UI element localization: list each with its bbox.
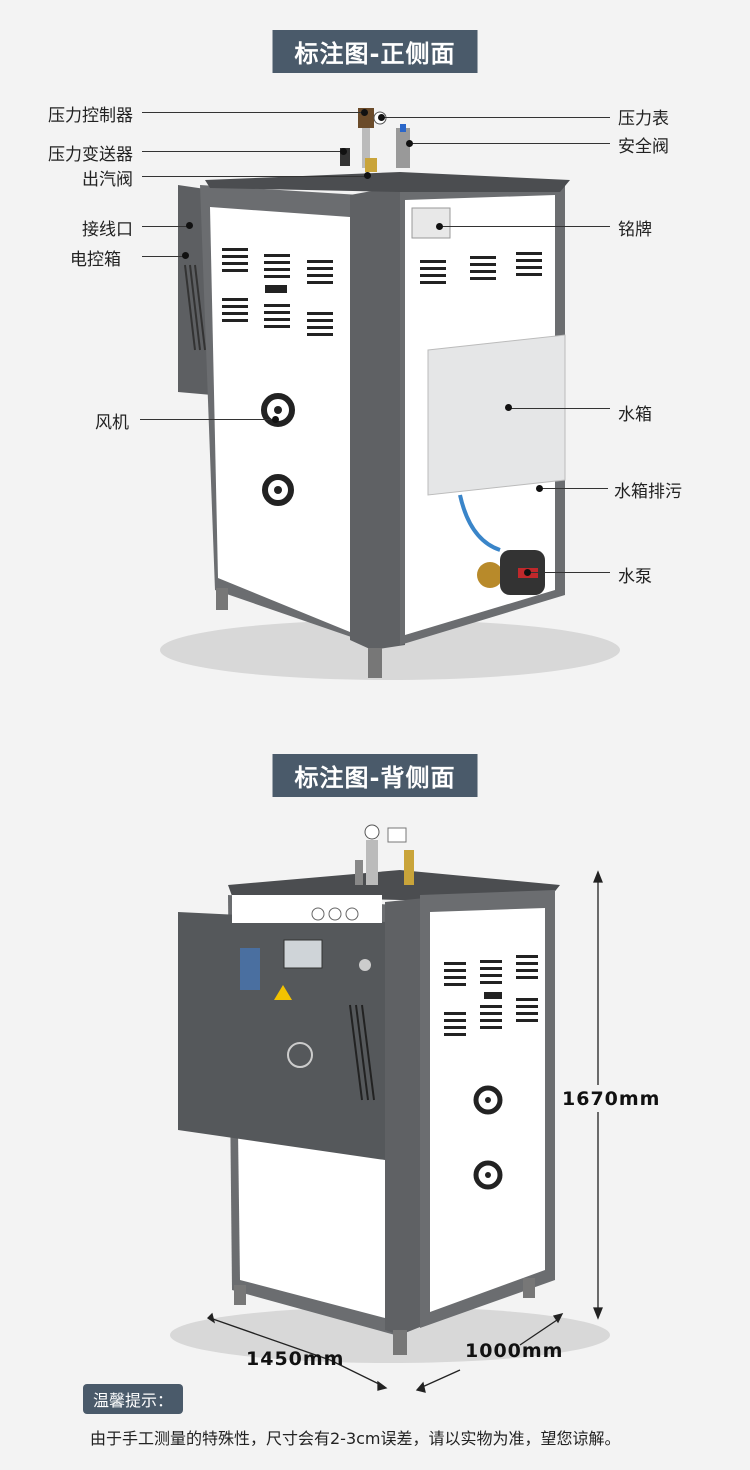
pointer-line [142, 176, 368, 177]
pointer-dot [364, 172, 371, 179]
label-nameplate: 铭牌 [618, 220, 652, 240]
pointer-line [140, 419, 275, 420]
width-dimension: 1450mm [246, 1348, 345, 1370]
back-section-title: 标注图-背侧面 [272, 754, 478, 797]
pointer-dot [272, 416, 279, 423]
height-dimension: 1670mm [562, 1088, 661, 1110]
pointer-dot [406, 140, 413, 147]
label-tank-drain: 水箱排污 [614, 482, 682, 502]
back-machine-illustration [170, 824, 610, 1393]
pointer-line [142, 112, 364, 113]
label-steam-valve: 出汽阀 [82, 170, 133, 190]
pointer-dot [186, 222, 193, 229]
pointer-line [540, 488, 608, 489]
label-water-tank: 水箱 [618, 405, 652, 425]
label-wiring-port: 接线口 [82, 220, 133, 240]
label-safety-valve: 安全阀 [618, 137, 669, 157]
pointer-line [142, 226, 188, 227]
front-section-title: 标注图-正侧面 [272, 30, 478, 73]
pointer-dot [536, 485, 543, 492]
pointer-dot [378, 114, 385, 121]
label-water-pump: 水泵 [618, 567, 652, 587]
label-control-box: 电控箱 [70, 250, 121, 270]
pointer-line [142, 256, 184, 257]
tip-text: 由于手工测量的特殊性，尺寸会有2-3cm误差，请以实物为准，望您谅解。 [90, 1429, 621, 1448]
pointer-dot [340, 148, 347, 155]
pointer-dot [436, 223, 443, 230]
front-machine-illustration [160, 108, 620, 680]
pointer-line [528, 572, 610, 573]
pointer-dot [524, 569, 531, 576]
label-pressure-gauge: 压力表 [618, 109, 669, 129]
pointer-line [510, 408, 610, 409]
tip-badge: 温馨提示： [83, 1384, 184, 1414]
label-pressure-controller: 压力控制器 [48, 106, 133, 126]
pointer-dot [182, 252, 189, 259]
label-fan: 风机 [95, 413, 129, 433]
pointer-line [142, 151, 342, 152]
pointer-line [440, 226, 610, 227]
pointer-dot [505, 404, 512, 411]
pointer-line [382, 117, 610, 118]
label-pressure-transmitter: 压力变送器 [48, 145, 133, 165]
depth-dimension: 1000mm [465, 1340, 564, 1362]
pointer-dot [361, 109, 368, 116]
pointer-line [410, 143, 610, 144]
